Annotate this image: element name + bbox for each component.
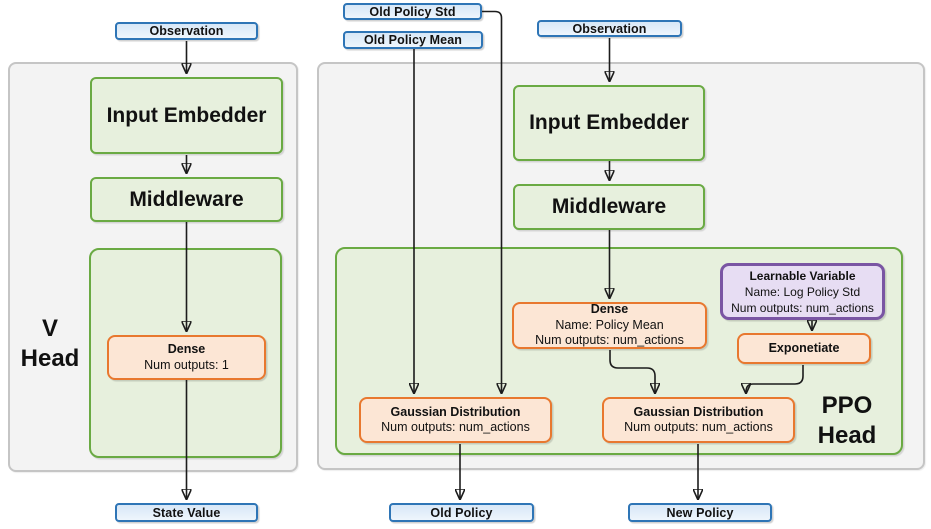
old-policy-mean-label: Old Policy Mean [363, 33, 463, 47]
old-policy-label: Old Policy [430, 505, 493, 520]
observation-chip-right: Observation [537, 20, 682, 37]
gaussian-title: Gaussian Distribution [633, 404, 764, 419]
old-policy-std-label: Old Policy Std [369, 4, 456, 19]
dense-block-v: Dense Num outputs: 1 [107, 335, 266, 380]
dense-title: Dense [167, 342, 206, 356]
v-head-label: V Head [20, 315, 80, 372]
ppo-head-label: PPO Head [817, 392, 877, 449]
middleware-block-left: Middleware [90, 177, 283, 222]
input-embedder-block-left: Input Embedder [90, 77, 283, 154]
gaussian-distribution-old-block: Gaussian Distribution Num outputs: num_a… [359, 397, 552, 443]
dense-num-outputs: Num outputs: num_actions [535, 333, 684, 348]
new-policy-label: New Policy [666, 505, 734, 520]
learnable-variable-title: Learnable Variable [749, 268, 856, 283]
dense-name: Name: Policy Mean [555, 317, 664, 332]
dense-title: Dense [590, 302, 629, 317]
new-policy-chip: New Policy [628, 503, 772, 522]
gaussian-num-outputs: Num outputs: num_actions [624, 420, 773, 434]
middleware-label: Middleware [551, 195, 667, 218]
learnable-variable-num-outputs: Num outputs: num_actions [731, 300, 874, 315]
input-embedder-label: Input Embedder [529, 111, 689, 134]
exponetiate-label: Exponetiate [768, 340, 840, 355]
gaussian-title: Gaussian Distribution [390, 404, 521, 419]
dense-block-policy-mean: Dense Name: Policy Mean Num outputs: num… [512, 302, 707, 349]
dense-num-outputs: Num outputs: 1 [144, 357, 229, 372]
old-policy-std-chip: Old Policy Std [343, 3, 482, 20]
state-value-label: State Value [152, 505, 221, 520]
observation-chip-left: Observation [115, 22, 258, 40]
gaussian-distribution-new-block: Gaussian Distribution Num outputs: num_a… [602, 397, 795, 443]
input-embedder-label: Input Embedder [106, 103, 267, 127]
learnable-variable-block: Learnable Variable Name: Log Policy Std … [720, 263, 885, 320]
observation-label: Observation [149, 24, 224, 38]
input-embedder-block-right: Input Embedder [513, 85, 705, 161]
state-value-chip: State Value [115, 503, 258, 522]
learnable-variable-name: Name: Log Policy Std [744, 284, 861, 299]
gaussian-num-outputs: Num outputs: num_actions [381, 420, 530, 434]
old-policy-chip: Old Policy [389, 503, 534, 522]
middleware-label: Middleware [129, 187, 244, 211]
exponetiate-block: Exponetiate [737, 333, 871, 364]
observation-label: Observation [572, 21, 647, 36]
middleware-block-right: Middleware [513, 184, 705, 230]
old-policy-mean-chip: Old Policy Mean [343, 31, 483, 49]
